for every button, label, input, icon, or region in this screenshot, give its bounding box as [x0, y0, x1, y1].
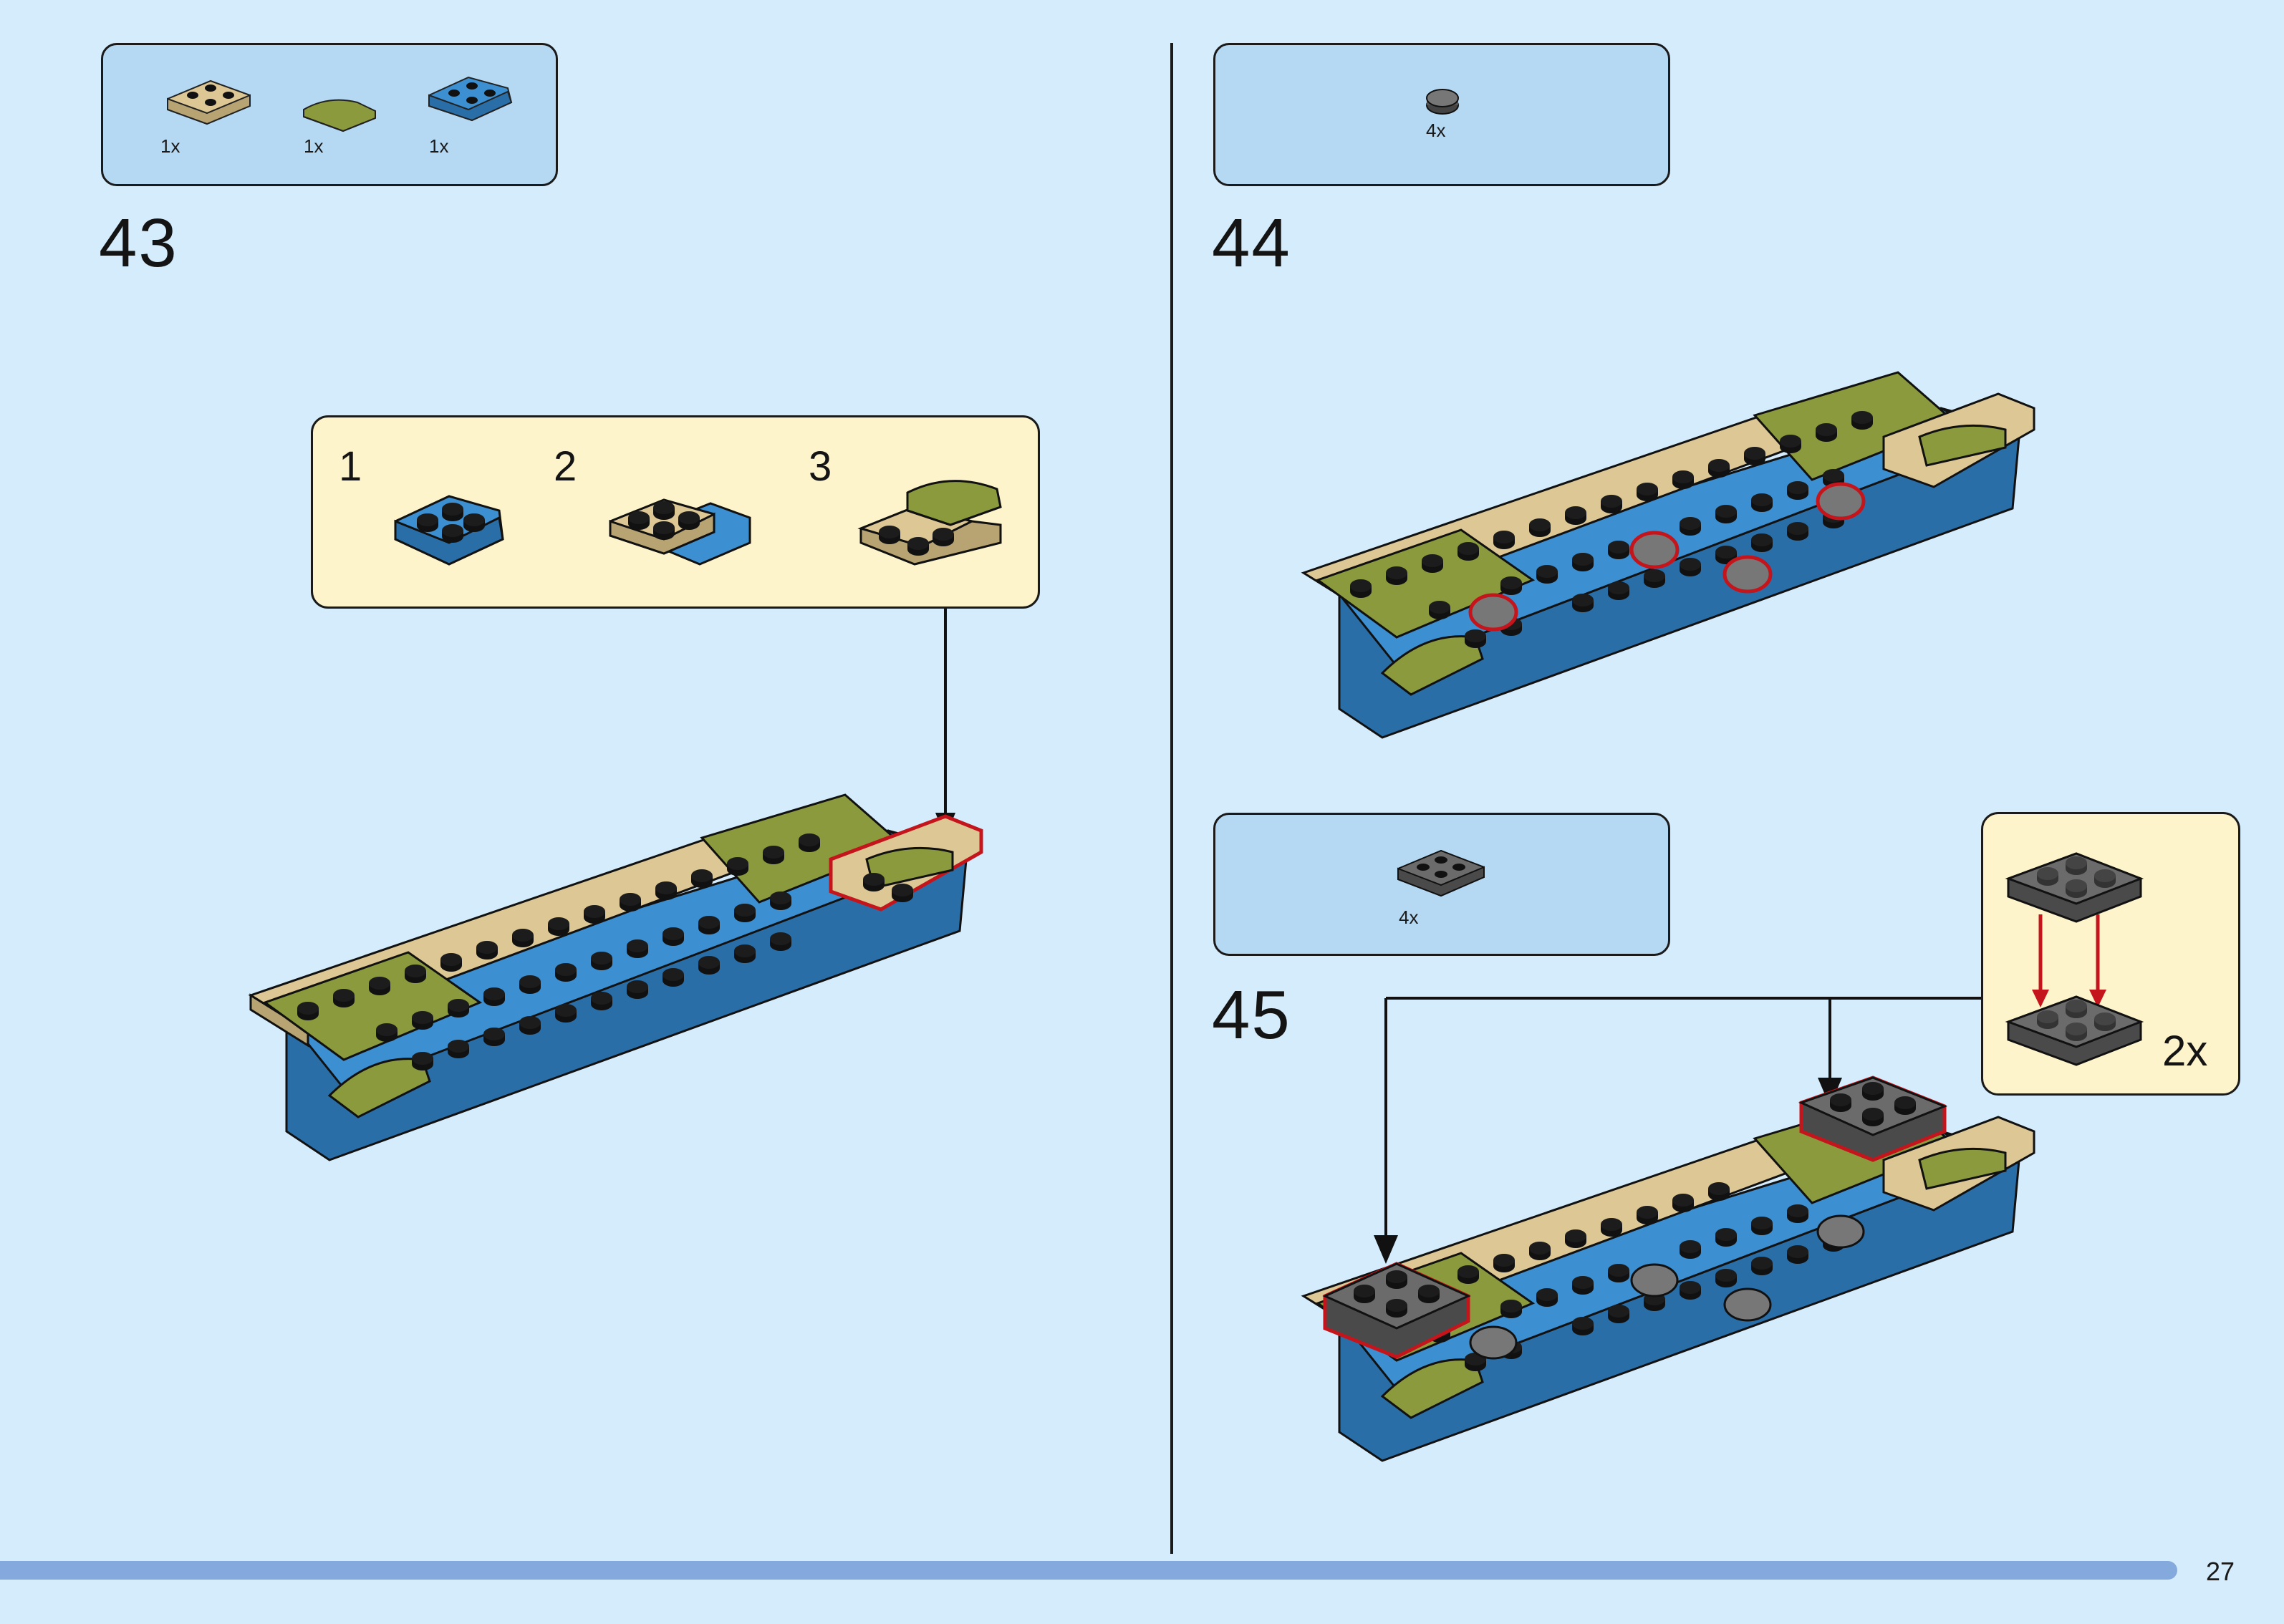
substep-number-3: 3: [809, 443, 832, 490]
step-number-44: 44: [1212, 205, 1291, 281]
page-divider: [1170, 43, 1173, 1554]
dark-gray-2x2-plate-icon: [1397, 849, 1485, 897]
footer-progress-bar: [0, 1561, 2177, 1580]
substep-1-blue-wedge-icon: [394, 495, 504, 566]
substep-2-tan-on-blue-icon: [609, 498, 751, 566]
step-43-parts-box: 1x 1x 1x: [101, 43, 558, 186]
part-qty-round-tile: 4x: [1426, 120, 1446, 141]
step-44-parts-box: 4x: [1213, 43, 1670, 186]
step-number-43: 43: [99, 205, 178, 281]
substep-number-1: 1: [339, 443, 362, 490]
dark-gray-round-tile-icon: [1426, 89, 1459, 115]
stacking-red-arrows: [2032, 914, 2106, 1007]
step-45-subassembly-callout: 2x: [1981, 812, 2240, 1096]
part-qty-tan-wedge: 1x: [160, 135, 180, 157]
substep-3-olive-slope-on-tan-icon: [857, 480, 1002, 566]
part-qty-blue-wedge: 1x: [429, 135, 449, 157]
subassembly-multiplier: 2x: [2162, 1027, 2208, 1075]
part-qty-gray-plate: 4x: [1399, 907, 1419, 928]
substep-number-2: 2: [554, 443, 577, 490]
step-43-model: [248, 793, 983, 1161]
gray-plate-top-icon: [2005, 852, 2144, 923]
page-number: 27: [2206, 1557, 2235, 1586]
gray-plate-stacked-icon: [2005, 995, 2144, 1066]
step-45-parts-box: 4x: [1213, 813, 1670, 956]
blue-2x2-wedge-plate-icon: [428, 76, 513, 122]
tan-2x2-wedge-plate-icon: [167, 79, 251, 125]
step-43-substep-callout: 1 2 3: [311, 415, 1040, 609]
step-45-model: [1301, 1076, 2035, 1462]
part-qty-olive-slope: 1x: [304, 135, 324, 157]
step-44-model: [1301, 371, 2035, 739]
olive-curved-slope-icon: [303, 99, 376, 132]
step-number-45: 45: [1212, 977, 1291, 1053]
